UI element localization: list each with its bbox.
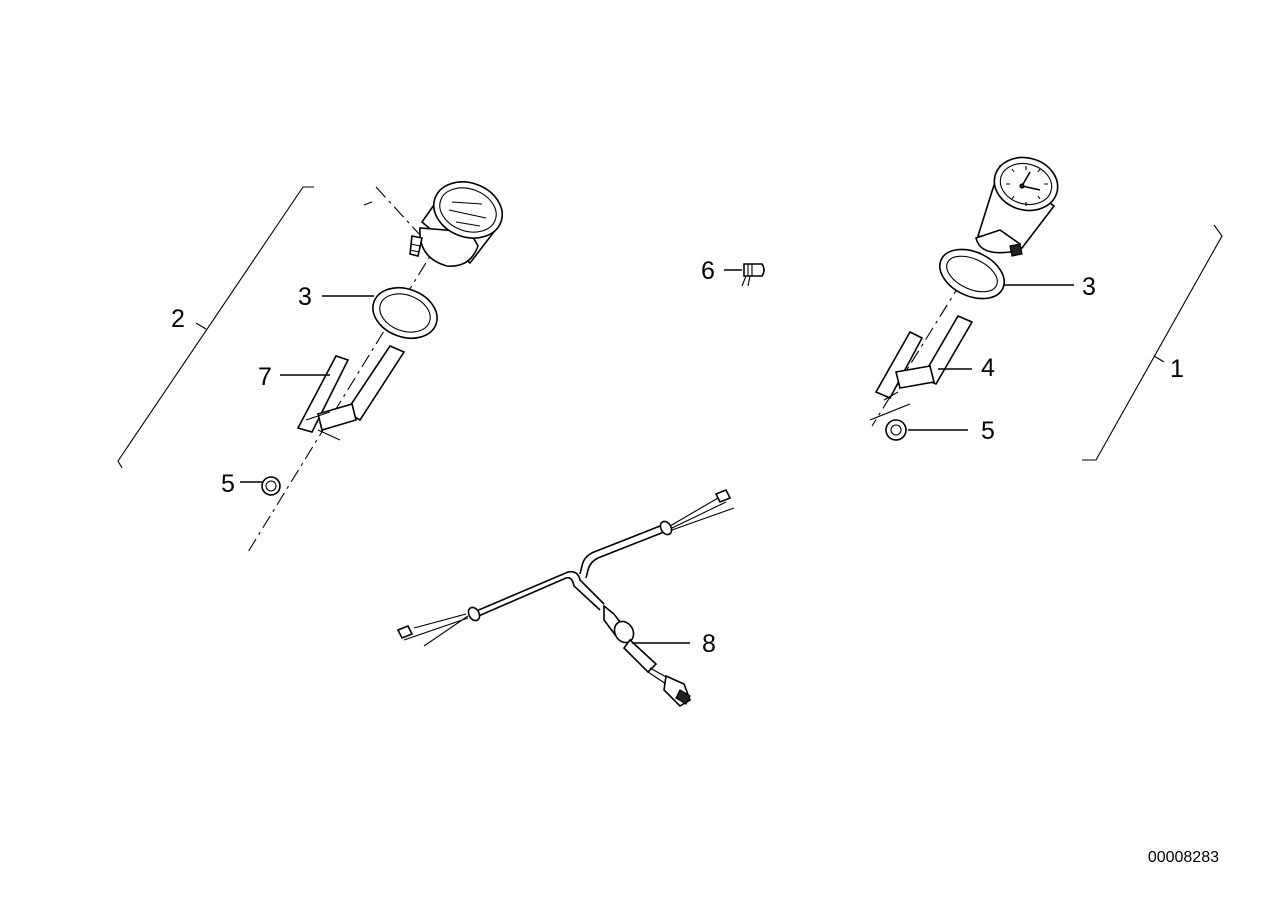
callout-3-left: 3 xyxy=(298,283,312,311)
left-mounting-bracket xyxy=(296,345,406,441)
left-axis-offset xyxy=(363,186,421,236)
callout-8: 8 xyxy=(702,630,716,658)
bulb-part xyxy=(724,263,765,287)
left-axis-line xyxy=(247,239,441,553)
wiring-harness xyxy=(396,488,735,708)
right-mounting-bracket xyxy=(869,314,974,421)
left-nut xyxy=(261,476,281,496)
leader-2 xyxy=(195,322,207,330)
callout-2: 2 xyxy=(171,305,185,333)
left-gauge xyxy=(409,181,503,267)
bracket-group-1 xyxy=(1082,224,1223,461)
callout-4: 4 xyxy=(981,354,995,382)
callout-6: 6 xyxy=(701,257,715,285)
left-assembly xyxy=(117,181,503,553)
right-gauge xyxy=(975,156,1059,257)
right-assembly xyxy=(869,156,1223,461)
callout-5-left: 5 xyxy=(221,470,235,498)
left-ring xyxy=(372,286,438,340)
right-nut xyxy=(885,419,907,441)
callout-3-right: 3 xyxy=(1082,273,1096,301)
callout-7: 7 xyxy=(258,363,272,391)
leader-1 xyxy=(1153,355,1165,363)
callout-1: 1 xyxy=(1170,355,1184,383)
callout-5-right: 5 xyxy=(981,417,995,445)
right-ring xyxy=(939,248,1005,300)
document-number: 00008283 xyxy=(1148,849,1219,866)
bracket-group-2 xyxy=(117,186,314,469)
